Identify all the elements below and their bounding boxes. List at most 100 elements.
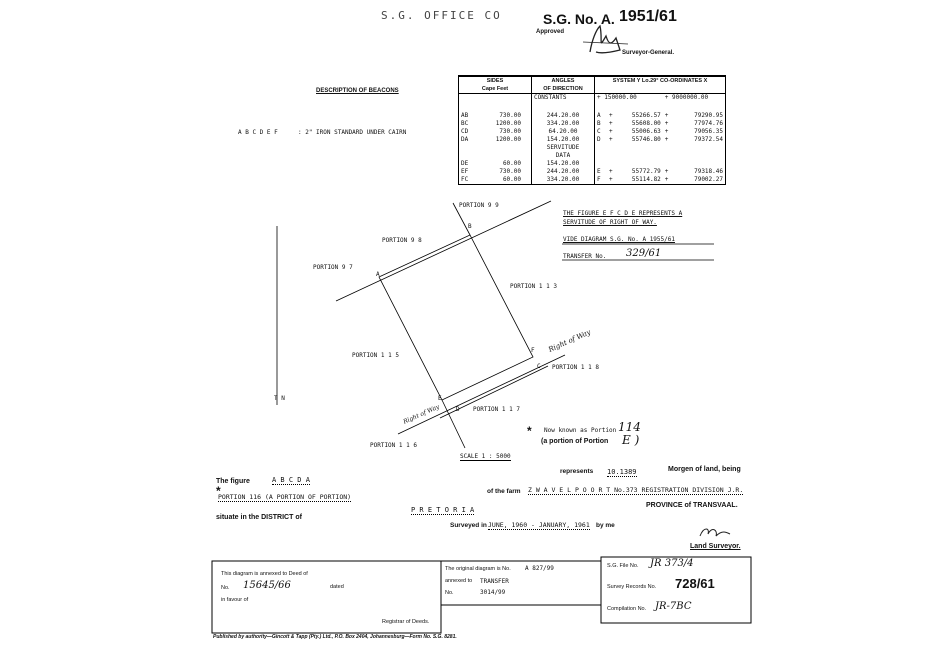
direction-angle: 334.20.00 (531, 175, 595, 184)
beacon-c: C (537, 363, 541, 370)
figure-star: * (216, 484, 221, 498)
y-sign: + (609, 111, 613, 119)
morgen-value: 10.1389 (607, 468, 637, 477)
portion-98: PORTION 9 8 (382, 237, 422, 244)
col-angles-sub: OF DIRECTION (543, 86, 583, 92)
portion-99: PORTION 9 9 (459, 202, 499, 209)
side-length: 730.00 (499, 167, 521, 175)
published-by-label: Published by authority—Gincott & Tapp (P… (213, 634, 457, 640)
by-me-label: by me (596, 522, 615, 529)
sg-number-label: S.G. No. A. (543, 11, 615, 27)
blank-cell (594, 143, 726, 160)
side-length: 1200.00 (495, 119, 521, 127)
x-sign: + (664, 167, 669, 175)
x-sign: + (664, 111, 669, 119)
point-label (594, 159, 607, 168)
vide-diagram: VIDE DIAGRAM S.G. No. A 1955/61 (563, 236, 675, 243)
col-angles: ANGLES (551, 78, 575, 84)
x-sign: + (664, 127, 669, 135)
morgen-label: Morgen of land, being (668, 466, 741, 473)
point-label: E (594, 167, 607, 176)
y-coordinate: 55006.63 (631, 127, 661, 135)
side-label: EF (461, 167, 469, 175)
system-value: Y Lo.29° (636, 78, 659, 84)
portion-113: PORTION 1 1 3 (510, 283, 557, 290)
now-known-star: * (527, 424, 532, 438)
y-sign: + (609, 135, 613, 143)
farm-name: Z W A V E L P O O R T No.373 REGISTRATIO… (528, 486, 744, 495)
beacon-b: B (468, 223, 472, 230)
direction-angle: 334.20.00 (531, 119, 595, 128)
province-label: PROVINCE of TRANSVAAL. (646, 502, 738, 509)
registrar-label: Registrar of Deeds. (382, 619, 430, 625)
beacon-a: A (376, 271, 380, 278)
dated-label: dated (330, 584, 344, 590)
portion-of-value: E ) (622, 433, 640, 447)
x-sign (663, 160, 673, 168)
transfer-no-value: 3014/99 (480, 589, 506, 596)
beacon-d: D (456, 406, 460, 413)
in-favour-label: in favour of (221, 597, 249, 603)
y-sign: + (609, 119, 613, 127)
annexed-to-deed-label: This diagram is annexed to Deed of (221, 571, 308, 577)
side-cell: EF 730.00 (459, 168, 532, 176)
blank-cell (459, 144, 532, 160)
surveyor-general-label: Surveyor-General. (622, 50, 675, 56)
side-cell: BC 1200.00 (459, 120, 532, 128)
annexed-to-label: annexed to (445, 578, 473, 584)
side-length: 730.00 (499, 111, 521, 119)
x-coordinate: 79002.27 (694, 175, 723, 183)
constants-x: + 9000000.00 (664, 94, 709, 101)
survey-records-label: Survey Records No. (607, 584, 657, 590)
y-sign: + (609, 127, 613, 135)
beacon-e: E (438, 395, 442, 402)
y-sign (607, 160, 617, 168)
col-system: SYSTEM (612, 78, 636, 84)
right-of-way-label-1: Right of Way (547, 328, 592, 354)
situate-label: situate in the DISTRICT of (216, 514, 302, 521)
col-coordinates: CO-ORDINATES (659, 78, 703, 84)
deed-no-value: 15645/66 (243, 580, 291, 591)
approved-label: Approved (536, 29, 565, 35)
figure-letters: A B C D A (272, 476, 310, 485)
y-coordinate: 55266.57 (631, 111, 661, 119)
x-sign: + (664, 175, 669, 183)
beacon-f: F (531, 347, 535, 354)
col-sides: SIDES (486, 78, 504, 84)
side-label: BC (461, 119, 469, 127)
transfer-label: TRANSFER No. (563, 253, 607, 260)
point-label: C (594, 127, 607, 136)
y-sign: + (609, 175, 613, 183)
constants-label: CONSTANTS (531, 93, 595, 112)
survey-records-value: 728/61 (675, 576, 715, 591)
deed-no-label: No. (221, 585, 230, 591)
portion-116: PORTION 1 1 6 (370, 442, 417, 449)
servitude-line-1: THE FIGURE E F C D E REPRESENTS A (563, 210, 683, 217)
true-north-label: T N (274, 395, 285, 402)
compilation-label: Compilation No. (607, 606, 647, 612)
side-length: 60.00 (502, 175, 521, 183)
sg-file-label: S.G. File No. (607, 563, 639, 569)
col-x: X (703, 78, 708, 84)
sg-number-value: 1951/61 (619, 8, 677, 25)
y-sign: + (609, 167, 613, 175)
x-coordinate (673, 160, 726, 168)
side-label: DE (461, 159, 469, 167)
transfer-no-label: No. (445, 590, 454, 596)
transfer-value: 329/61 (626, 248, 662, 259)
direction-angle: 154.20.00 (531, 159, 595, 168)
y-coordinate: 55746.80 (631, 135, 661, 143)
portion-97: PORTION 9 7 (313, 264, 353, 271)
survey-dates: JUNE, 1960 - JANUARY, 1961 (488, 521, 590, 530)
servitude-label: SERVITUDE (546, 143, 580, 151)
